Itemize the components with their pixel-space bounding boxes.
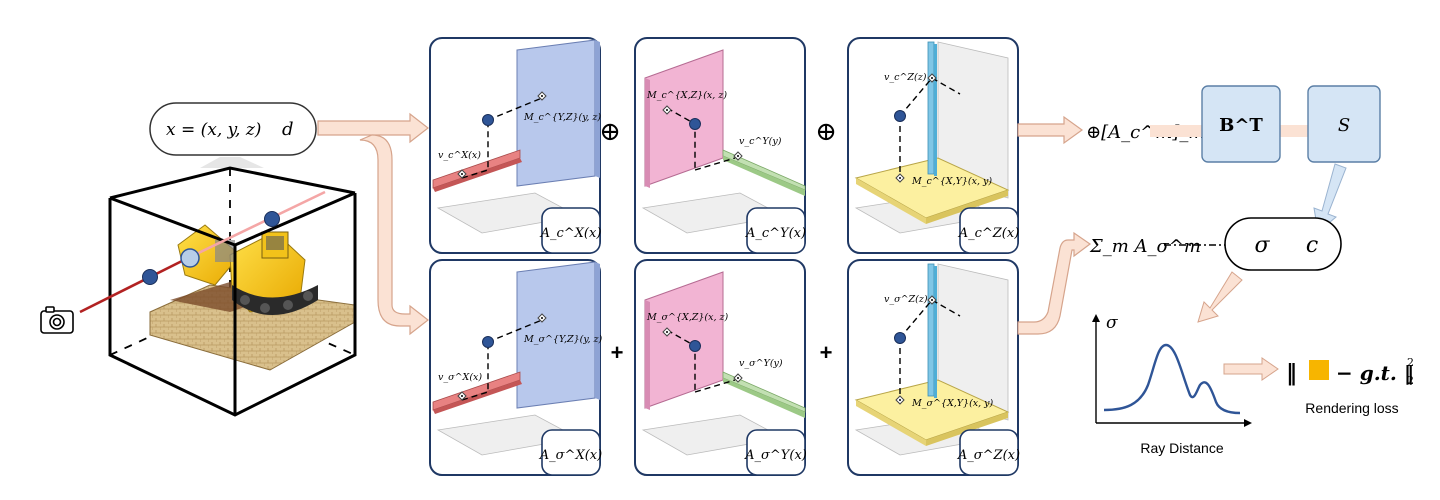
color-row-panel-3: v_c^Z(z) M_c^{X,Y}(x, y) A_c^Z(x) bbox=[847, 37, 1020, 254]
concat-operator: ⊕ bbox=[599, 117, 621, 147]
vector-factor-label: v_c^Y(y) bbox=[739, 136, 782, 147]
arrow-density-aggregate bbox=[1017, 231, 1092, 335]
component-tag-label: A_σ^X(x) bbox=[539, 448, 602, 463]
color-row-panel-1: M_c^{Y,Z}(y, z) v_c^X(x) A_c^X(x) bbox=[429, 37, 602, 254]
sample-point bbox=[264, 211, 280, 227]
position-label: x = (x, y, z) bbox=[166, 120, 261, 140]
arrow-color-aggregate bbox=[1017, 115, 1084, 145]
camera-ray bbox=[79, 190, 326, 314]
concat-operator: ⊕ bbox=[815, 117, 837, 147]
density-row-panel-1: M_σ^{Y,Z}(y, z) v_σ^X(x) A_σ^X(x) bbox=[429, 259, 603, 476]
component-tag-label: A_σ^Y(x) bbox=[744, 448, 807, 463]
loss-section: ‖ − g.t. ‖ 2 2 Rendering loss bbox=[1223, 356, 1414, 416]
vector-factor-label: v_σ^Y(y) bbox=[739, 358, 783, 369]
plot-x-label: Ray Distance bbox=[1140, 440, 1223, 456]
sum-operator: + bbox=[611, 340, 624, 365]
sigma-output: σ bbox=[1254, 233, 1270, 258]
vector-factor-label: v_c^X(x) bbox=[438, 150, 481, 161]
block-bt bbox=[1201, 85, 1281, 163]
factor-panels: M_c^{Y,Z}(y, z) v_c^X(x) A_c^X(x) M_c^{X,Z}… bbox=[429, 37, 1020, 476]
matrix-factor-label: M_c^{X,Y}(x, y) bbox=[911, 176, 992, 187]
block-s bbox=[1307, 85, 1381, 163]
density-row-panel-2: M_σ^{X,Z}(x, z) v_σ^Y(y) A_σ^Y(x) bbox=[634, 259, 807, 476]
density-plot: σ Ray Distance bbox=[1092, 313, 1252, 456]
operators: ⊕ ⊕ + + bbox=[599, 117, 837, 365]
input-section: x = (x, y, z) d bbox=[40, 102, 429, 417]
camera-icon bbox=[40, 306, 74, 334]
density-curve bbox=[1103, 343, 1241, 415]
component-tag-label: A_σ^Z(x) bbox=[957, 448, 1020, 463]
vector-factor-label: v_c^Z(z) bbox=[884, 72, 927, 83]
input-query-box bbox=[149, 102, 317, 156]
matrix-factor-label: M_σ^{Y,Z}(y, z) bbox=[523, 334, 603, 345]
plot-y-label: σ bbox=[1106, 313, 1118, 333]
matrix-factor-label: M_c^{Y,Z}(y, z) bbox=[523, 112, 601, 123]
loss-expression: − g.t. ‖ bbox=[1336, 361, 1414, 385]
block-bt-label: B^T bbox=[1219, 115, 1263, 136]
density-aggregate-label: Σ_m A_σ^m bbox=[1089, 236, 1201, 257]
scene-bulldozer bbox=[149, 224, 356, 371]
output-pill bbox=[1224, 217, 1342, 271]
sum-operator: + bbox=[820, 340, 833, 365]
rendered-pixel-swatch bbox=[1309, 360, 1329, 380]
sample-point bbox=[180, 248, 200, 268]
component-tag-label: A_c^Y(x) bbox=[745, 226, 806, 241]
block-s-label: S bbox=[1338, 115, 1350, 136]
density-row-panel-3: v_σ^Z(z) M_σ^{X,Y}(x, y) A_σ^Z(x) bbox=[847, 259, 1020, 476]
vector-factor-label: v_σ^X(x) bbox=[438, 372, 482, 383]
loss-superscript: 2 bbox=[1407, 356, 1414, 369]
loss-norm-open: ‖ bbox=[1286, 360, 1297, 386]
color-output: c bbox=[1306, 233, 1318, 258]
component-tag-label: A_c^Z(x) bbox=[958, 226, 1020, 241]
color-row-panel-2: M_c^{X,Z}(x, z) v_c^Y(y) A_c^Y(x) bbox=[634, 37, 806, 254]
aggregation-section: ⊕[A_c^m]_m B^T S Σ_m A_σ^m σ c σ Ray Dis… bbox=[1017, 85, 1414, 456]
vector-factor-label: v_σ^Z(z) bbox=[884, 294, 928, 305]
sample-point bbox=[142, 269, 158, 285]
matrix-factor-label: M_σ^{X,Y}(x, y) bbox=[911, 398, 994, 409]
matrix-factor-label: M_σ^{X,Z}(x, z) bbox=[646, 312, 729, 323]
direction-label: d bbox=[282, 119, 294, 140]
loss-caption: Rendering loss bbox=[1305, 400, 1398, 416]
matrix-factor-label: M_c^{X,Z}(x, z) bbox=[646, 90, 727, 101]
input-arrows bbox=[317, 112, 429, 336]
component-tag-label: A_c^X(x) bbox=[540, 226, 602, 241]
loss-subscript: 2 bbox=[1407, 374, 1414, 387]
